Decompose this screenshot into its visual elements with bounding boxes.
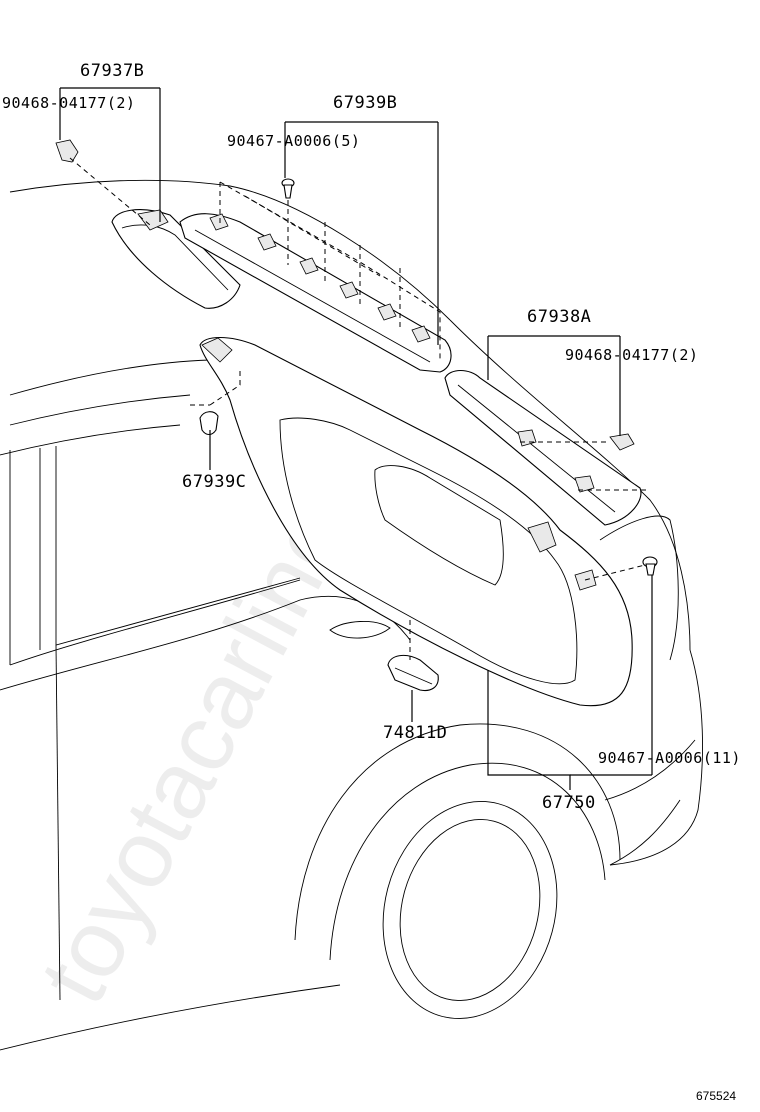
label-67750: 67750 — [542, 793, 596, 813]
screw-90467-11-shape — [642, 556, 658, 576]
diagram-id: 675524 — [696, 1089, 736, 1103]
label-67939C: 67939C — [182, 472, 246, 492]
assembly-guide-lines — [69, 157, 650, 660]
label-67938A: 67938A — [527, 307, 591, 327]
screw-90467-5-shape — [281, 178, 295, 199]
leader-lines — [59, 87, 653, 790]
label-90467-5: 90467-A0006(5) — [227, 132, 360, 150]
label-90468-right: 90468-04177(2) — [565, 346, 698, 364]
part-74811D-shape — [387, 654, 439, 692]
part-67750-shape — [199, 336, 633, 707]
clip-90468-left-shape — [55, 139, 79, 163]
clip-90468-right-shape — [609, 433, 635, 451]
label-90467-11: 90467-A0006(11) — [598, 749, 741, 767]
part-67939B-shape — [179, 213, 452, 373]
clip-67939C-shape — [199, 411, 219, 436]
label-67937B: 67937B — [80, 61, 144, 81]
label-90468-left: 90468-04177(2) — [2, 94, 135, 112]
part-labels: 67937B 90468-04177(2) 67939B 90467-A0006… — [2, 61, 741, 1103]
label-67939B: 67939B — [333, 93, 397, 113]
label-74811D: 74811D — [383, 723, 447, 743]
